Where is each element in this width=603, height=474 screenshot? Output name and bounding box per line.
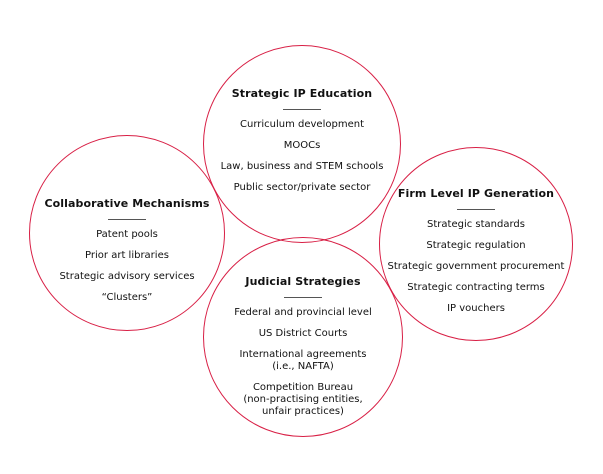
collaborative-item: “Clusters” bbox=[101, 292, 153, 303]
education-content: Strategic IP Education Curriculum develo… bbox=[202, 87, 402, 194]
firm-item: Strategic government procurement bbox=[387, 261, 565, 272]
firm-item: Strategic regulation bbox=[426, 240, 526, 251]
collaborative-content: Collaborative Mechanisms Patent pools Pr… bbox=[27, 197, 227, 304]
judicial-divider bbox=[284, 297, 322, 298]
collaborative-divider bbox=[108, 219, 146, 220]
collaborative-title: Collaborative Mechanisms bbox=[44, 197, 210, 210]
circle-firm-level bbox=[379, 147, 573, 341]
collaborative-item: Prior art libraries bbox=[85, 250, 169, 261]
education-item: Law, business and STEM schools bbox=[220, 161, 384, 172]
collaborative-item: Strategic advisory services bbox=[59, 271, 195, 282]
firm-divider bbox=[457, 209, 495, 210]
firm-item: IP vouchers bbox=[447, 303, 505, 314]
judicial-item: Competition Bureau (non-practising entit… bbox=[243, 382, 363, 417]
judicial-item: Federal and provincial level bbox=[234, 307, 372, 318]
education-item: Public sector/private sector bbox=[233, 182, 371, 193]
firm-item: Strategic standards bbox=[427, 219, 525, 230]
education-item: MOOCs bbox=[283, 140, 321, 151]
circle-collaborative bbox=[29, 135, 225, 331]
judicial-item: International agreements (i.e., NAFTA) bbox=[239, 349, 367, 372]
education-title: Strategic IP Education bbox=[231, 87, 373, 100]
collaborative-item: Patent pools bbox=[96, 229, 158, 240]
firm-title: Firm Level IP Generation bbox=[397, 187, 555, 200]
firm-item: Strategic contracting terms bbox=[407, 282, 545, 293]
judicial-content: Judicial Strategies Federal and provinci… bbox=[203, 275, 403, 418]
firm-content: Firm Level IP Generation Strategic stand… bbox=[376, 187, 576, 315]
circle-judicial bbox=[203, 237, 403, 437]
education-divider bbox=[283, 109, 321, 110]
judicial-title: Judicial Strategies bbox=[245, 275, 361, 288]
judicial-item: US District Courts bbox=[258, 328, 348, 339]
education-item: Curriculum development bbox=[240, 119, 364, 130]
